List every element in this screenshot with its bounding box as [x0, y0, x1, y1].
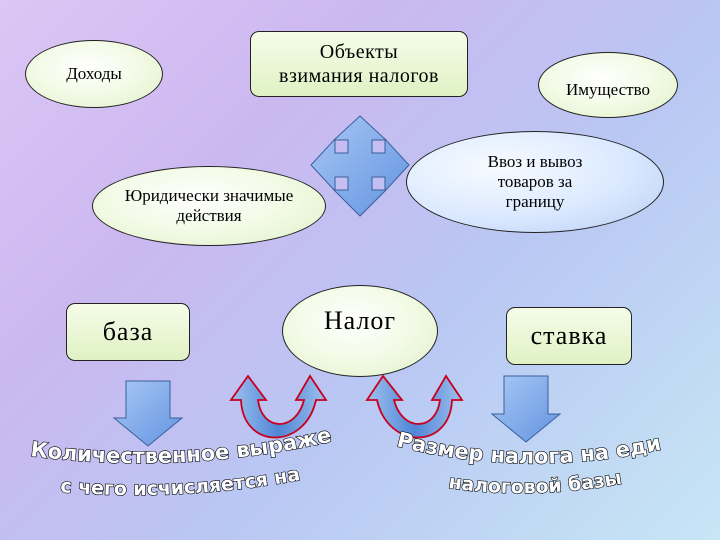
objects-label-line1: Объекты	[319, 41, 399, 63]
import-export-label-line1: Ввоз и вывоз	[487, 152, 583, 171]
import-export-label-line2: товаров за	[497, 172, 573, 191]
rate-definition-line1: Размер налога на единицу	[0, 0, 664, 469]
rate-label: ставка	[530, 321, 608, 350]
objects-label-line2: взимания налогов	[279, 65, 439, 87]
four-way-arrow-icon	[310, 115, 410, 217]
legal-actions-label-line2: действия	[176, 206, 242, 225]
objects-node: Объекты взимания налогов	[250, 31, 468, 97]
income-label: Доходы	[66, 64, 122, 83]
curved-up-arrow-icon	[229, 374, 328, 439]
legal-actions-node: Юридически значимые действия	[92, 166, 326, 246]
rate-definition-wordart: Размер налога на единицу налоговой базы	[0, 0, 664, 499]
property-label: Имущество	[566, 80, 650, 99]
import-export-label-line3: границу	[505, 192, 565, 211]
legal-actions-label-line1: Юридически значимые	[124, 186, 294, 205]
down-arrow-icon	[112, 380, 184, 447]
svg-text:налоговой базы: налоговой базы	[447, 467, 623, 498]
down-arrow-icon	[490, 375, 562, 443]
svg-text:Размер налога на единицу: Размер налога на единицу	[0, 0, 664, 469]
tax-node: Налог	[282, 285, 438, 377]
rate-node: ставка	[506, 307, 632, 365]
base-label: база	[102, 317, 154, 346]
import-export-node: Ввоз и вывоз товаров за границу	[406, 131, 664, 233]
base-node: база	[66, 303, 190, 361]
rate-definition-line2: налоговой базы	[447, 466, 624, 499]
curved-up-arrow-icon	[365, 374, 464, 439]
property-node: Имущество	[538, 52, 678, 118]
tax-label: Налог	[323, 306, 397, 335]
income-node: Доходы	[25, 40, 163, 108]
